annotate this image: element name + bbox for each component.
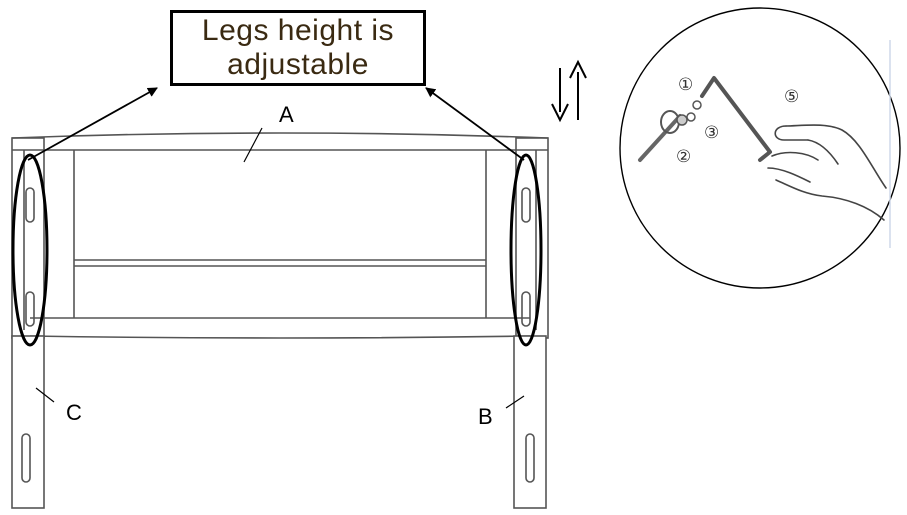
leader-a xyxy=(243,127,263,163)
left-callout-arrow xyxy=(27,87,158,161)
legs-adjustable-callout: Legs height is adjustable xyxy=(170,10,426,86)
detail-circle xyxy=(619,7,901,289)
leader-b xyxy=(505,395,525,409)
leg-b xyxy=(513,335,547,509)
detail-part-1: ① xyxy=(678,75,694,95)
leg-b-slot xyxy=(525,433,535,483)
detail-part-2: ② xyxy=(676,147,692,167)
up-arrow-head xyxy=(569,59,587,79)
leg-c-slot xyxy=(21,433,31,483)
right-adjust-ellipse xyxy=(509,153,543,347)
top-rail-edge xyxy=(11,132,549,139)
bottom-rail-bottom xyxy=(29,335,531,339)
down-arrow-head xyxy=(551,103,569,123)
label-b: B xyxy=(478,404,493,429)
headboard-frame xyxy=(11,132,549,339)
callout-line-1: Legs height is xyxy=(201,14,395,47)
label-a: A xyxy=(279,102,294,127)
left-adjust-ellipse xyxy=(11,153,49,347)
leader-c xyxy=(35,387,55,403)
callout-line-2: adjustable xyxy=(227,48,369,81)
legs xyxy=(11,335,547,509)
left-upper-slot xyxy=(25,187,35,223)
direction-arrows-graphic xyxy=(551,59,587,123)
label-leaders xyxy=(35,127,525,409)
right-post xyxy=(515,137,549,339)
left-lower-slot xyxy=(25,291,35,327)
right-lower-slot xyxy=(521,291,531,327)
hand-icon xyxy=(767,124,887,221)
right-upper-slot xyxy=(521,187,531,223)
bolt-icon xyxy=(638,100,702,162)
callout-arrows xyxy=(27,87,525,161)
adjustment-highlights xyxy=(11,153,543,347)
detail-view xyxy=(619,7,901,289)
detail-part-3: ③ xyxy=(704,123,720,143)
label-c: C xyxy=(66,400,82,425)
right-callout-arrow xyxy=(425,87,525,161)
detail-part-5: ⑤ xyxy=(784,87,800,107)
direction-arrows-text: ↓↑ xyxy=(548,60,549,61)
leg-c xyxy=(11,335,45,509)
allen-key-icon xyxy=(700,76,772,162)
